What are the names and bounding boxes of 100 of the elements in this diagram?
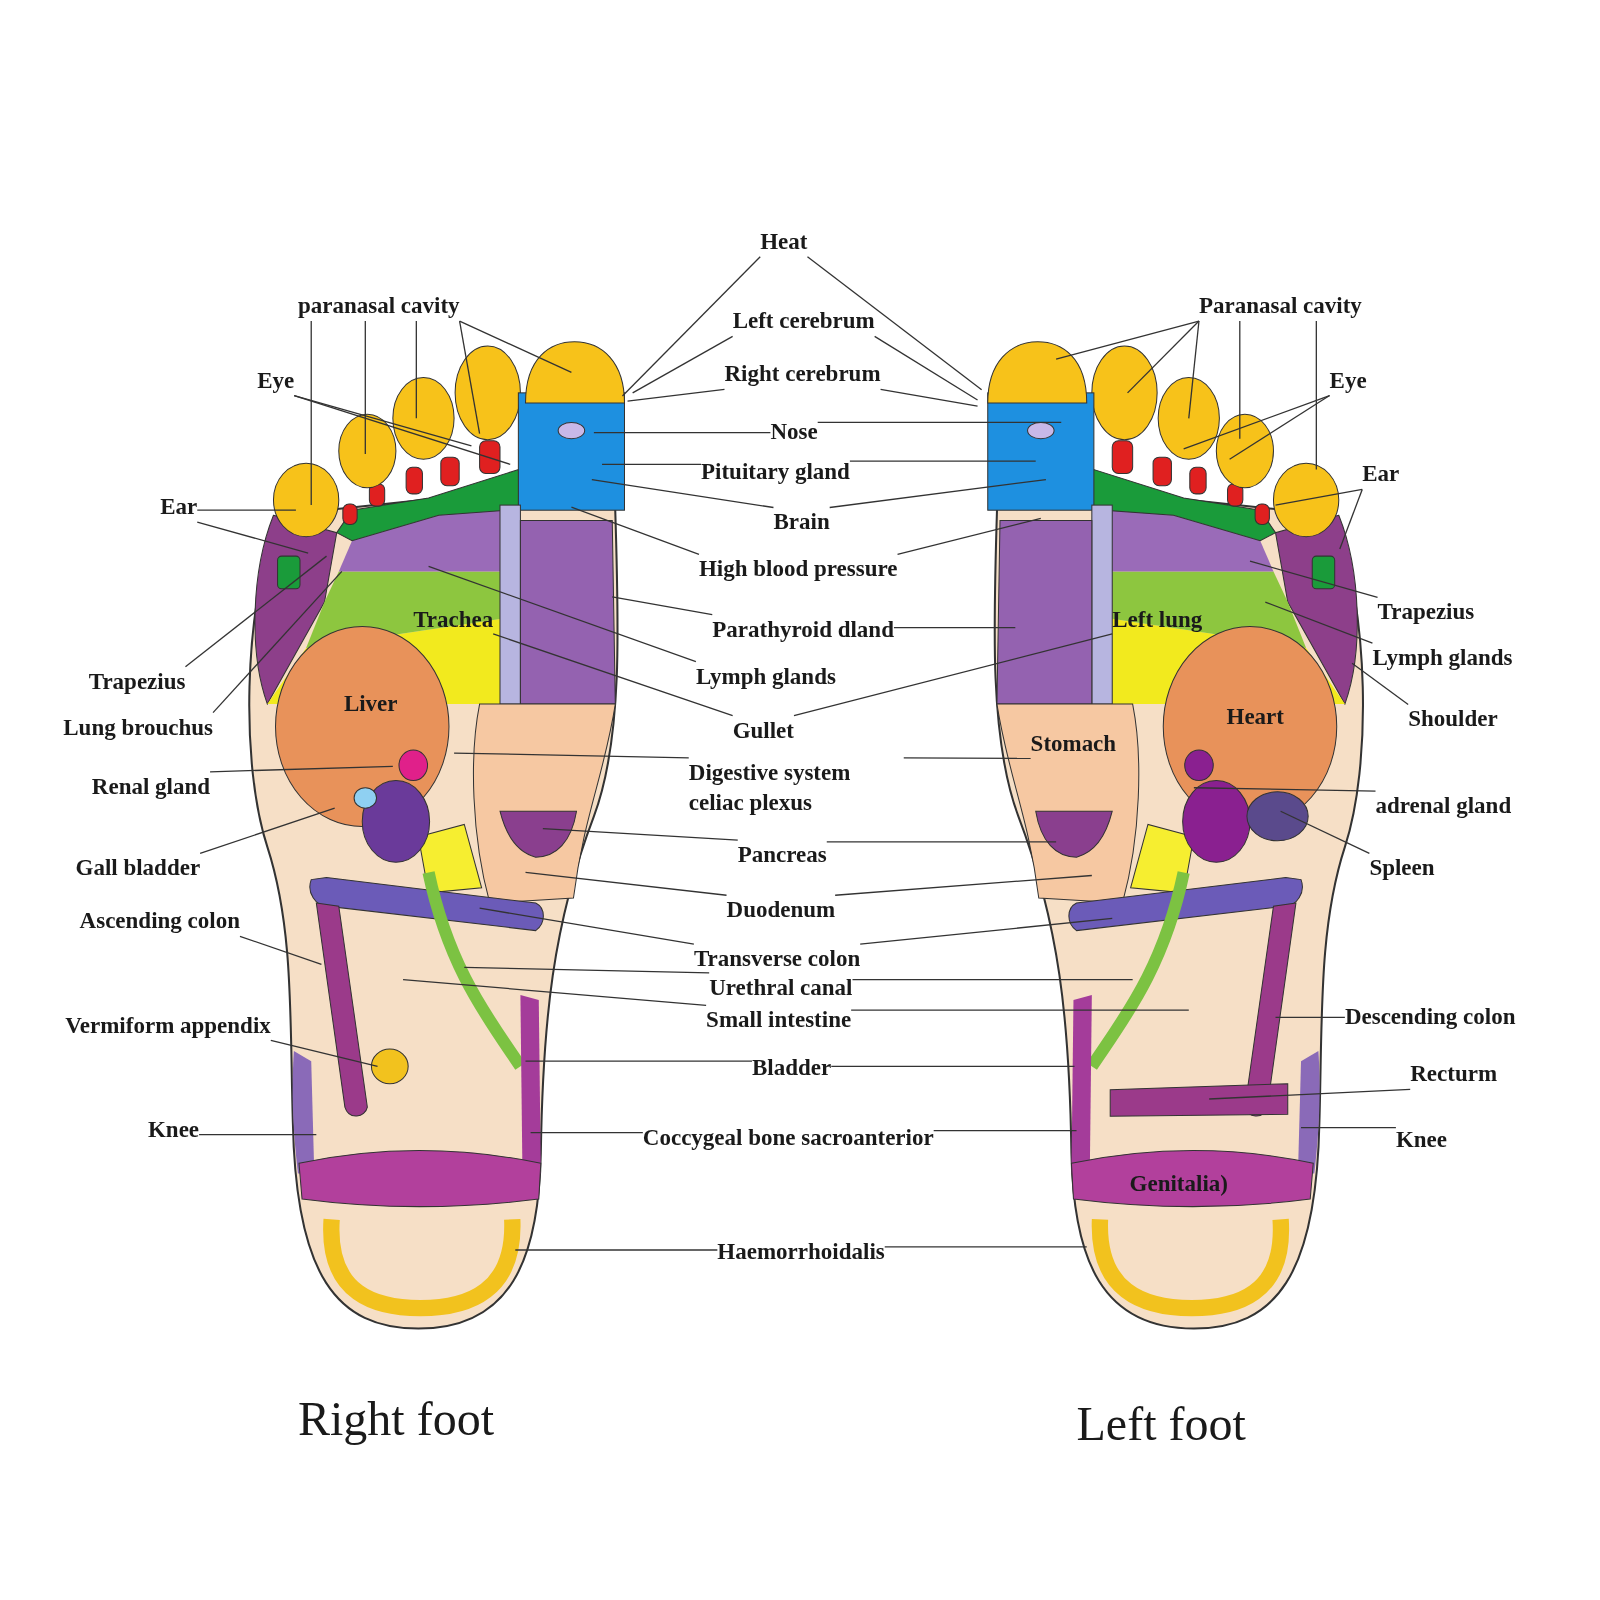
leader-line: [626, 388, 726, 402]
leader-line: [239, 935, 323, 965]
leader-line: [933, 1129, 1078, 1132]
leader-line: [570, 506, 700, 556]
leader-line: [817, 421, 1062, 424]
leader-line: [402, 978, 707, 1007]
part-label: Knee: [1395, 1124, 1447, 1155]
leader-line: [893, 626, 1016, 629]
part-label: Lung brouchus: [63, 712, 214, 743]
part-label: Parathyroid dland: [712, 614, 894, 645]
leader-line: [1208, 1088, 1411, 1100]
leader-line: [1339, 488, 1363, 550]
part-label: Gall bladder: [75, 853, 201, 884]
leader-line: [198, 1134, 317, 1136]
leader-line: [196, 521, 309, 554]
leader-line: [524, 871, 728, 896]
foot-caption: Right foot: [297, 1390, 494, 1446]
leader-line: [1228, 394, 1331, 460]
part-label: Brain: [773, 507, 830, 538]
leader-line: [591, 478, 775, 509]
leader-line: [621, 256, 761, 397]
leader-line: [364, 320, 366, 455]
leader-line: [830, 1065, 1076, 1067]
part-label: Ear: [1362, 459, 1400, 490]
foot-caption: Left foot: [1076, 1395, 1246, 1451]
part-label: Lymph glands: [695, 661, 836, 692]
part-label: paranasal cavity: [297, 291, 460, 322]
part-label: Coccygeal bone sacroanterior: [642, 1122, 934, 1153]
part-label: Gullet: [732, 715, 794, 746]
leader-line: [829, 478, 1047, 509]
leader-line: [196, 509, 297, 511]
leader-line: [884, 1246, 1088, 1248]
region-label: Trachea: [413, 604, 494, 634]
leader-line: [514, 1249, 718, 1251]
leader-line: [874, 335, 979, 401]
leader-line: [478, 907, 695, 945]
leader-line: [601, 463, 702, 465]
leader-line: [458, 320, 481, 435]
part-label: Small intestine: [706, 1005, 852, 1036]
leader-line: [458, 320, 573, 374]
region-label: Genitalia): [1129, 1170, 1228, 1197]
part-label: Pituitary gland: [701, 457, 850, 488]
part-label: Duodenum: [726, 895, 836, 926]
leader-line: [834, 874, 1093, 896]
leader-line: [1188, 320, 1200, 419]
leader-line: [453, 752, 690, 759]
leader-line: [524, 1060, 753, 1062]
part-label: Nose: [770, 416, 818, 447]
part-label: Digestive system celiac plexus: [688, 757, 904, 818]
part-label: Transverse colon: [693, 944, 861, 975]
leader-line: [427, 565, 697, 663]
part-label: Recturm: [1410, 1059, 1498, 1090]
leader-line: [199, 807, 336, 855]
leader-line: [849, 460, 1037, 462]
leader-line: [1239, 320, 1241, 440]
part-label: Haemorrhoidalis: [717, 1237, 885, 1267]
part-label: Eye: [257, 365, 295, 396]
leader-line: [896, 517, 1042, 556]
part-label: Lymph glands: [1372, 643, 1513, 674]
part-label: Paranasal cavity: [1198, 291, 1362, 322]
part-label: Shoulder: [1408, 704, 1498, 735]
part-label: Vermiform appendix: [65, 1010, 271, 1041]
leader-line: [1126, 320, 1200, 394]
part-label: Right cerebrum: [724, 359, 881, 390]
leader-line: [632, 335, 734, 394]
leader-line: [826, 841, 1057, 843]
region-label: Heart: [1226, 704, 1284, 731]
part-label: Renal gland: [91, 771, 211, 802]
leader-line: [293, 394, 511, 465]
region-label: Liver: [343, 691, 398, 718]
region-label: Stomach: [1030, 728, 1117, 759]
leader-line: [1279, 810, 1371, 855]
leader-line: [1274, 488, 1363, 506]
leader-line: [851, 978, 1134, 981]
part-label: Ear: [160, 492, 198, 523]
part-label: Heat: [760, 226, 808, 257]
leader-line: [1274, 1016, 1346, 1018]
part-label: Urethral canal: [709, 972, 853, 1003]
part-label: Knee: [147, 1114, 200, 1145]
leader-line: [1264, 601, 1374, 644]
part-label: Trapezius: [1377, 597, 1475, 628]
leader-line: [209, 765, 394, 773]
leader-line: [806, 256, 983, 391]
leader-line: [593, 432, 772, 434]
part-label: Pancreas: [737, 840, 827, 871]
leader-line: [542, 827, 739, 841]
leader-line: [1300, 1126, 1397, 1129]
part-label: Left cerebrum: [732, 306, 875, 337]
leader-line: [310, 320, 312, 506]
leader-line: [184, 555, 328, 668]
leader-line: [1249, 560, 1379, 598]
leader-line: [793, 633, 1113, 717]
leader-line: [415, 320, 417, 419]
leader-line: [879, 388, 979, 407]
leader-line: [1315, 320, 1317, 471]
leader-line: [212, 570, 343, 714]
part-label: Bladder: [752, 1053, 832, 1084]
part-label: Spleen: [1369, 853, 1435, 884]
part-label: High blood pressure: [698, 554, 898, 585]
leader-line: [859, 917, 1113, 945]
